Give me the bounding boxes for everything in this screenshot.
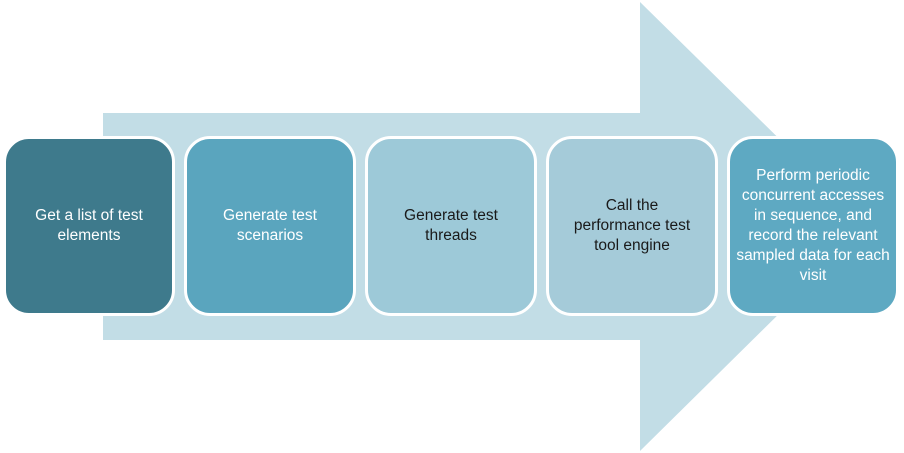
- step-get-test-elements: Get a list of test elements: [3, 136, 175, 316]
- step-perform-concurrent-accesses: Perform periodic concurrent accesses in …: [727, 136, 899, 316]
- step-label: Perform periodic concurrent accesses in …: [736, 167, 890, 284]
- step-call-tool-engine: Call the performance test tool engine: [546, 136, 718, 316]
- step-generate-test-threads: Generate test threads: [365, 136, 537, 316]
- step-label: Get a list of test elements: [35, 207, 143, 244]
- step-label: Call the performance test tool engine: [573, 197, 691, 254]
- step-label: Generate test threads: [404, 207, 498, 244]
- step-label: Generate test scenarios: [223, 207, 317, 244]
- step-generate-test-scenarios: Generate test scenarios: [184, 136, 356, 316]
